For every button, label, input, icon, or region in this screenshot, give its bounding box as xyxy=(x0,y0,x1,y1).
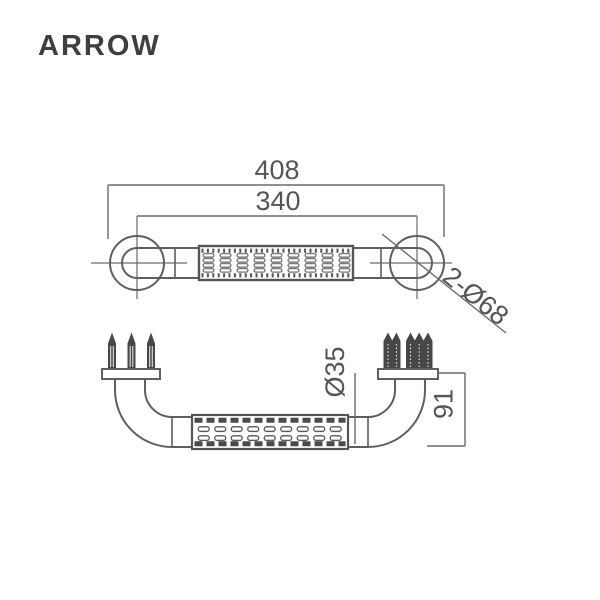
dimension-standoff-height-label: 91 xyxy=(429,389,459,419)
dimension-tube-diameter-label: Ø35 xyxy=(320,346,350,397)
dimension-overall-length: 408 xyxy=(107,155,445,239)
right-wall-flange xyxy=(377,368,439,380)
left-wall-flange xyxy=(101,368,161,380)
tube-front xyxy=(121,247,433,279)
dimension-flange-diameter-label: 2-Ø68 xyxy=(437,261,514,332)
left-flange-circle xyxy=(109,235,165,291)
knurled-grip-front xyxy=(197,244,355,282)
right-mounting-screws xyxy=(383,332,433,369)
brand-logo: ARROW xyxy=(38,30,161,62)
dimension-mounting-centers-label: 340 xyxy=(255,186,300,216)
dimension-standoff-height: 91 xyxy=(427,372,466,447)
dimension-tube-diameter: Ø35 xyxy=(320,346,356,444)
front-view: 408 340 2-Ø68 xyxy=(91,155,514,334)
left-mounting-screws xyxy=(108,332,155,369)
right-flange-circle xyxy=(389,235,445,291)
knurled-grip-side xyxy=(190,413,350,451)
dimension-mounting-centers: 340 xyxy=(136,186,418,299)
dimension-overall-length-label: 408 xyxy=(254,155,299,185)
side-view: Ø35 91 xyxy=(101,332,466,451)
